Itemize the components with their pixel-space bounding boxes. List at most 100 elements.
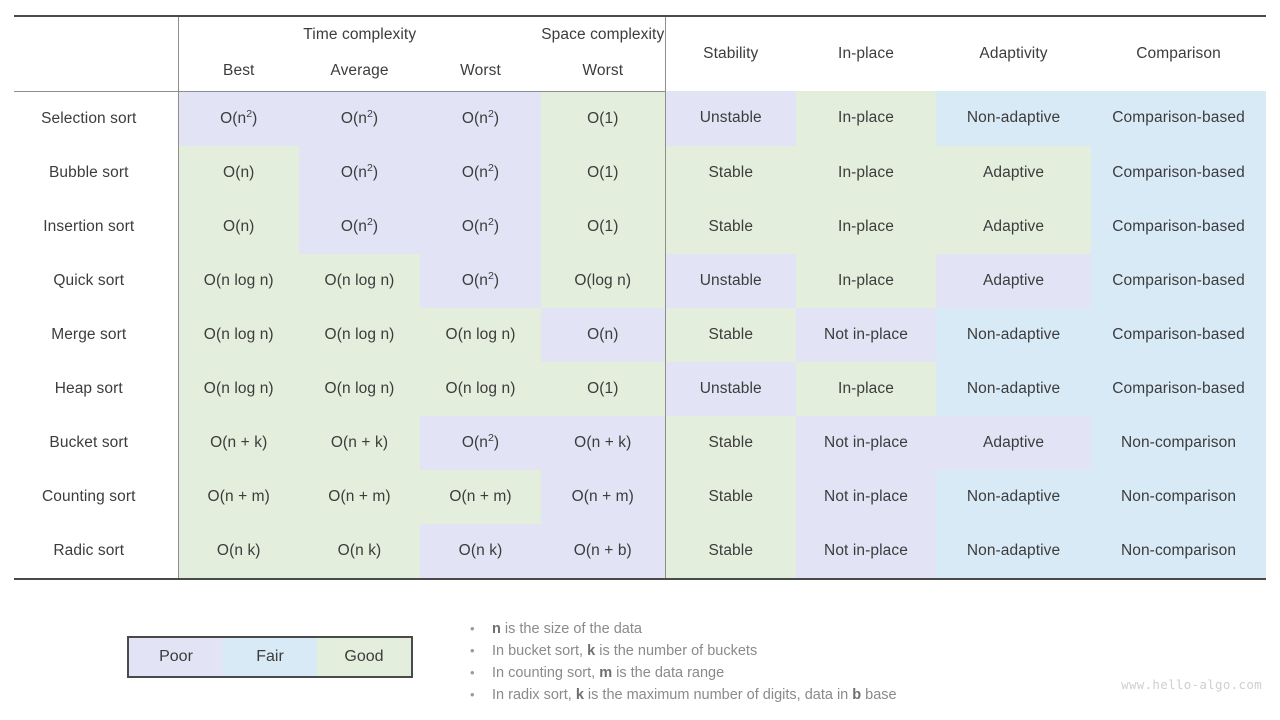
worst-time-complexity-cell: O(n2)	[420, 253, 542, 308]
worst-time-complexity-cell: O(n log n)	[420, 361, 542, 416]
worst-time-complexity-cell: O(n2)	[420, 91, 542, 146]
worst-time-complexity-cell: O(n2)	[420, 199, 542, 254]
table-header: Time complexity Space complexity Stabili…	[14, 15, 1267, 92]
adaptivity-cell: Non-adaptive	[936, 469, 1092, 524]
footnote-rest-1: is the size of the data	[504, 621, 642, 637]
algorithm-name-cell: Selection sort	[41, 109, 137, 127]
in-place-cell: Not in-place	[796, 307, 937, 362]
comparison-cell: Comparison-based	[1091, 307, 1267, 362]
worst-space-complexity-cell: O(n + m)	[541, 469, 666, 524]
complexity-base: O(n	[340, 109, 367, 127]
worst-space-complexity-cell: O(1)	[541, 199, 666, 254]
comparison-cell: Comparison-based	[1091, 361, 1267, 416]
in-place-cell: In-place	[796, 361, 937, 416]
in-place-cell: In-place	[796, 199, 937, 254]
footnote-text-1: n is the size of the data	[492, 619, 1070, 640]
worst-space-complexity-cell: O(1)	[541, 91, 666, 146]
algorithm-name-cell: Counting sort	[42, 487, 136, 505]
worst-space-complexity-cell: O(n + k)	[541, 415, 666, 470]
worst-space-complexity-cell: O(1)	[541, 145, 666, 200]
footnote-post-3: is the data range	[616, 665, 725, 681]
adaptivity-cell: Adaptive	[936, 145, 1092, 200]
worst-space-complexity-cell: O(log n)	[541, 253, 666, 308]
adaptivity-cell: Adaptive	[936, 415, 1092, 470]
in-place-cell: In-place	[796, 253, 937, 308]
footnote-item: • In bucket sort, k is the number of buc…	[470, 640, 1070, 662]
algorithm-name-cell: Heap sort	[54, 379, 123, 397]
stability-cell: Stable	[665, 469, 797, 524]
footnote-post-2: is the number of buckets	[599, 643, 758, 659]
footnotes-list: • n is the size of the data • In bucket …	[470, 618, 1070, 706]
footnote-text-3: In counting sort, m is the data range	[492, 663, 1070, 684]
complexity-base: O(n	[340, 163, 367, 181]
footnote-symbol-k: k	[587, 643, 596, 659]
header-comparison: Comparison	[1091, 15, 1267, 91]
worst-time-complexity-cell: O(n k)	[420, 523, 542, 580]
in-place-cell: In-place	[796, 145, 937, 200]
complexity-base: O(n	[461, 109, 488, 127]
header-corner-blank	[14, 15, 178, 52]
footnote-symbol-m: m	[599, 665, 613, 681]
best-complexity-cell: O(n)	[177, 145, 299, 200]
best-complexity-cell: O(n log n)	[177, 307, 299, 362]
stability-cell: Stable	[665, 307, 797, 362]
header-adaptivity: Adaptivity	[936, 15, 1092, 91]
complexity-exponent: 2	[366, 215, 373, 228]
complexity-exponent: 2	[487, 107, 494, 120]
average-complexity-cell: O(n k)	[299, 523, 420, 580]
header-algorithm-blank	[14, 52, 178, 92]
header-sub-row: Best Average Worst Worst	[14, 52, 1266, 92]
best-complexity-cell: O(n + k)	[177, 415, 299, 470]
best-complexity-cell: O(n)	[177, 199, 299, 254]
complexity-base: O(n	[461, 271, 488, 289]
legend-item-fair: Fair	[223, 638, 317, 676]
complexity-exponent: 2	[366, 107, 373, 120]
stability-cell: Stable	[665, 145, 797, 200]
adaptivity-cell: Non-adaptive	[936, 307, 1092, 362]
legend-item-good: Good	[317, 638, 411, 676]
complexity-tail: )	[372, 163, 379, 181]
algorithm-name-cell: Merge sort	[51, 325, 127, 343]
complexity-tail: )	[493, 109, 500, 127]
average-complexity-cell: O(n log n)	[299, 361, 420, 416]
algorithm-name-cell: Insertion sort	[43, 217, 135, 235]
adaptivity-cell: Adaptive	[936, 253, 1092, 308]
comparison-cell: Comparison-based	[1091, 91, 1267, 146]
average-complexity-cell: O(n2)	[299, 145, 420, 200]
header-time-complexity: Time complexity	[177, 15, 542, 52]
adaptivity-cell: Non-adaptive	[936, 523, 1092, 580]
header-space-complexity: Space complexity	[541, 15, 666, 52]
worst-time-complexity-cell: O(n2)	[420, 145, 542, 200]
complexity-tail: )	[252, 109, 258, 127]
footnote-pre-3: In counting sort,	[492, 665, 596, 681]
footnote-item: • n is the size of the data	[470, 618, 1070, 640]
worst-space-complexity-cell: O(1)	[541, 361, 666, 416]
average-complexity-cell: O(n + m)	[299, 469, 420, 524]
best-complexity-cell: O(n + m)	[177, 469, 299, 524]
footnote-symbol-b: b	[852, 687, 862, 703]
in-place-cell: Not in-place	[796, 415, 937, 470]
average-complexity-cell: O(n + k)	[299, 415, 420, 470]
complexity-exponent: 2	[487, 215, 494, 228]
stability-cell: Stable	[665, 523, 797, 580]
algorithm-name-cell: Radic sort	[14, 523, 178, 580]
best-complexity-cell: O(n log n)	[177, 361, 299, 416]
adaptivity-cell: Non-adaptive	[936, 91, 1092, 146]
footnote-item: • In radix sort, k is the maximum number…	[470, 684, 1070, 706]
best-complexity-cell: O(n log n)	[177, 253, 299, 308]
header-group-row: Time complexity Space complexity Stabili…	[14, 15, 1267, 91]
adaptivity-cell: Non-adaptive	[936, 361, 1092, 416]
best-complexity-cell: O(n k)	[177, 523, 299, 580]
complexity-exponent: 2	[487, 269, 494, 282]
footnote-post-4: base	[865, 687, 897, 703]
footnote-symbol-k2: k	[575, 687, 584, 703]
bullet-icon: •	[470, 665, 475, 680]
average-complexity-cell: O(n2)	[299, 199, 420, 254]
footnote-pre-2: In bucket sort,	[492, 643, 584, 659]
